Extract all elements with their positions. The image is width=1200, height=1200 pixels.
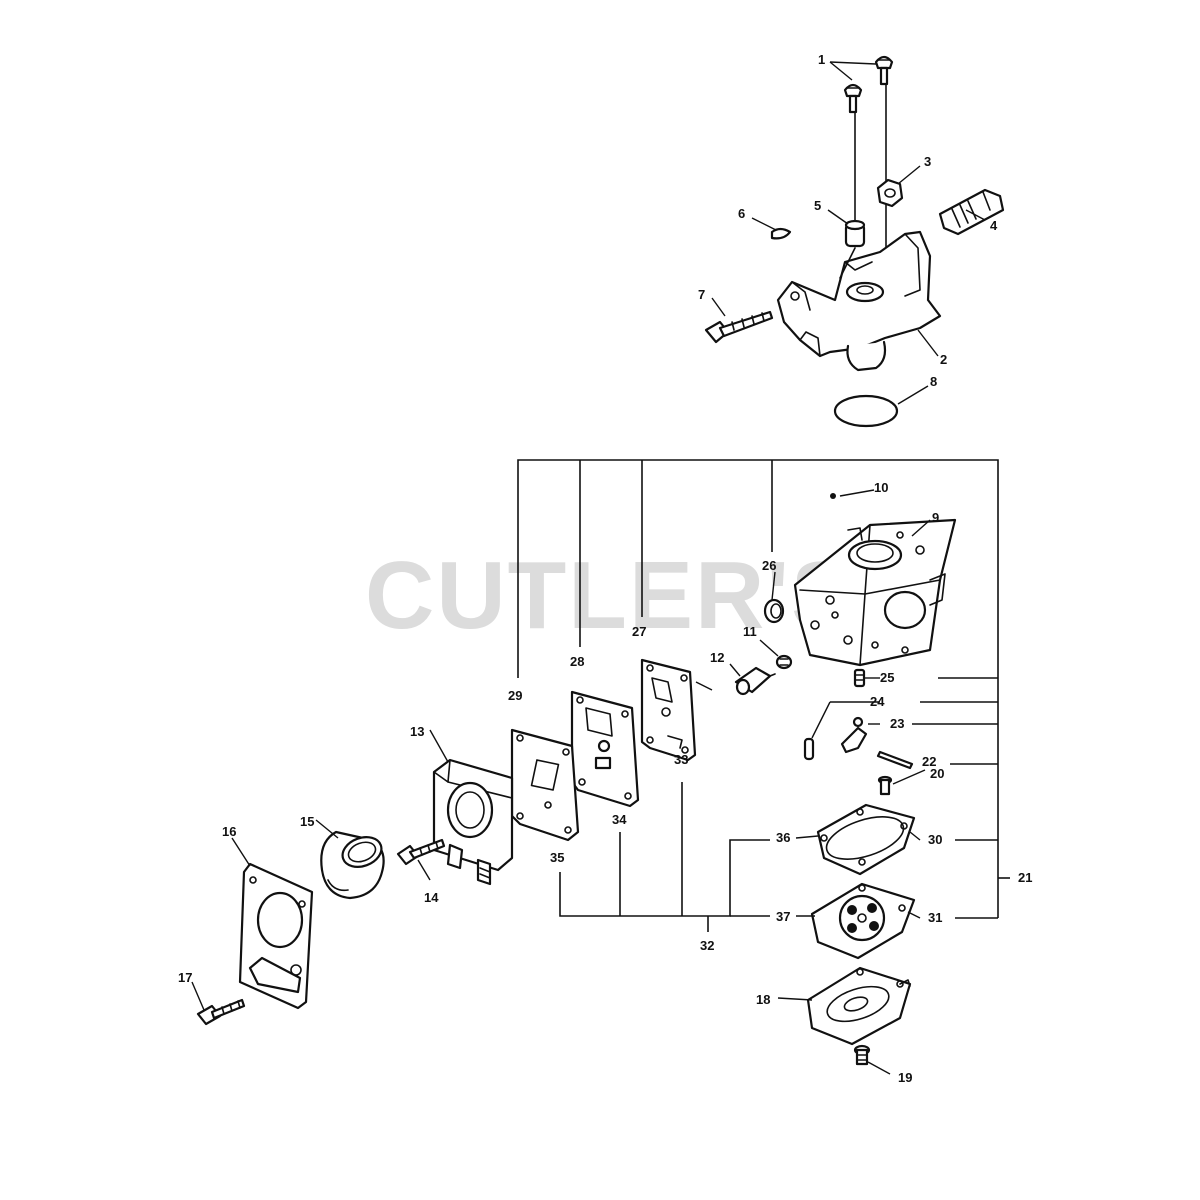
callout-31: 31 [928, 910, 942, 925]
part-7-screw [704, 310, 774, 344]
callout-8: 8 [930, 374, 937, 389]
callout-32: 32 [700, 938, 714, 953]
watermark: CUTLER'S [365, 542, 857, 649]
callout-11: 11 [743, 624, 757, 639]
callout-19: 19 [898, 1070, 912, 1085]
part-5-nozzle [844, 219, 866, 248]
callout-7: 7 [698, 287, 705, 302]
part-20-screw [877, 775, 893, 796]
part-24-pin [803, 737, 815, 761]
part-26-plug [763, 598, 785, 624]
callout-35: 35 [550, 850, 564, 865]
callout-9: 9 [932, 510, 939, 525]
part-19-screw [853, 1044, 871, 1066]
callout-20: 20 [930, 766, 944, 781]
part-25-spring [853, 668, 866, 688]
part-11-plug [775, 654, 793, 670]
callout-16: 16 [222, 824, 236, 839]
part-8-o-ring [833, 394, 899, 428]
callout-18: 18 [756, 992, 770, 1007]
part-28-plate [570, 690, 640, 808]
callout-25: 25 [880, 670, 894, 685]
kit-bracket-lines [517, 459, 1010, 932]
callout-10: 10 [874, 480, 888, 495]
callout-21: 21 [1018, 870, 1032, 885]
callout-37: 37 [776, 909, 790, 924]
callout-30: 30 [928, 832, 942, 847]
callout-2: 2 [940, 352, 947, 367]
part-17-screw [196, 998, 246, 1026]
callout-22: 22 [922, 754, 936, 769]
callout-33: 33 [674, 752, 688, 767]
callout-34: 34 [612, 812, 627, 827]
part-30-gasket [816, 803, 916, 876]
callout-23: 23 [890, 716, 904, 731]
leader-lines [191, 61, 986, 1075]
callout-12: 12 [710, 650, 724, 665]
callout-labels: 1 2 3 4 5 6 7 8 9 10 11 12 13 14 15 16 1… [178, 52, 1032, 1085]
callout-6: 6 [738, 206, 745, 221]
part-6-clip [770, 227, 792, 240]
part-3-nut [876, 178, 904, 208]
part-4-fitting [938, 188, 1005, 236]
part-13-pump-cover [432, 758, 514, 886]
callout-36: 36 [776, 830, 790, 845]
part-18-cover [806, 966, 912, 1046]
callout-14: 14 [424, 890, 439, 905]
part-16-plate [238, 862, 314, 1010]
callout-1: 1 [818, 52, 825, 67]
part-14-screw [396, 838, 446, 866]
callout-29: 29 [508, 688, 522, 703]
callout-26: 26 [762, 558, 776, 573]
callout-5: 5 [814, 198, 821, 213]
part-9-carburetor-body [793, 518, 957, 667]
callout-17: 17 [178, 970, 192, 985]
callout-24: 24 [870, 694, 885, 709]
part-27-gasket [640, 658, 697, 762]
part-22-shaft [876, 750, 914, 770]
callout-15: 15 [300, 814, 314, 829]
part-31-diaphragm [810, 882, 916, 960]
part-10-ball [830, 493, 836, 499]
part-23-lever [840, 716, 868, 754]
part-29-gasket [510, 728, 580, 842]
part-12-needle [734, 666, 776, 696]
callout-28: 28 [570, 654, 584, 669]
callout-27: 27 [632, 624, 646, 639]
callout-4: 4 [990, 218, 998, 233]
callout-13: 13 [410, 724, 424, 739]
part-15-primer-bulb [320, 830, 385, 900]
callout-3: 3 [924, 154, 931, 169]
part-2-body [776, 230, 942, 372]
